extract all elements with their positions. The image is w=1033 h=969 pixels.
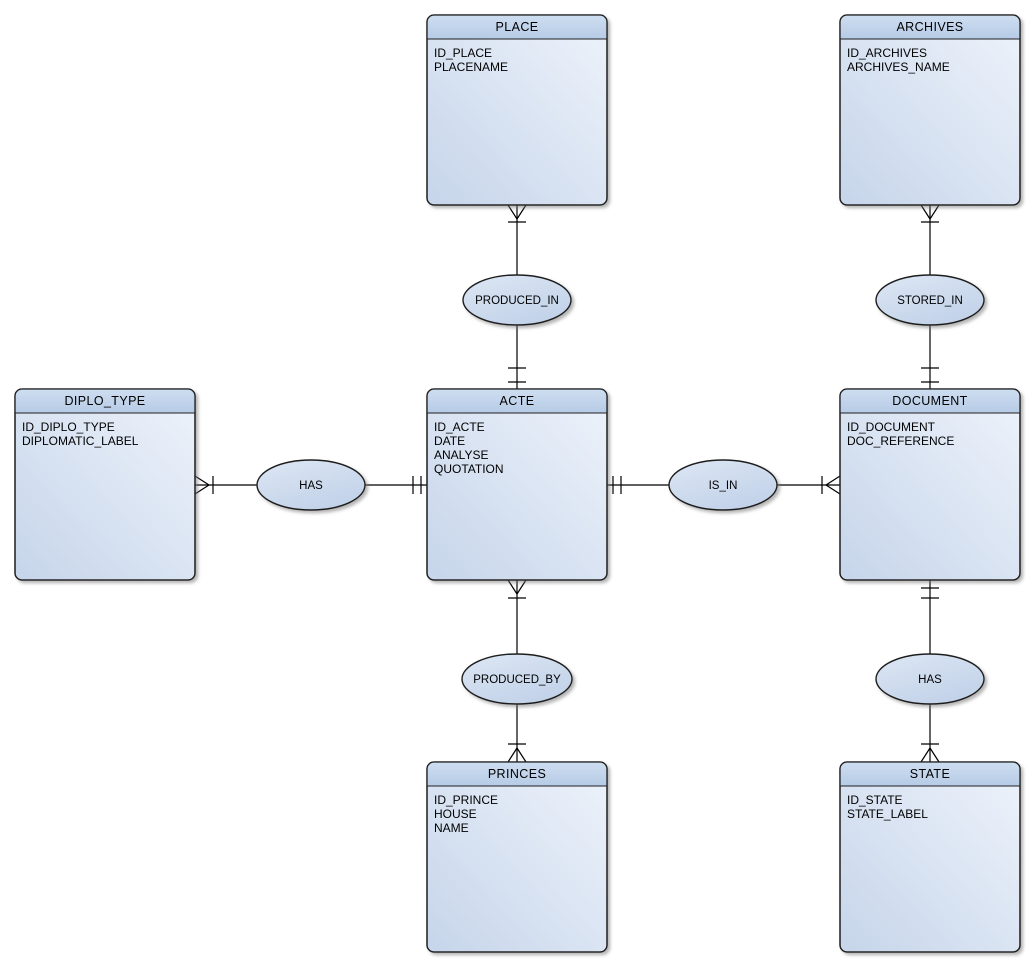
entity-attribute: ID_DIPLO_TYPE <box>22 420 115 434</box>
entity-title: DIPLO_TYPE <box>64 394 145 408</box>
entity-state[interactable]: STATE ID_STATE STATE_LABEL <box>839 761 1021 953</box>
crow-foot-marker <box>920 747 940 763</box>
relationship-label: IS_IN <box>709 480 738 492</box>
entity-diplo-type[interactable]: DIPLO_TYPE ID_DIPLO_TYPE DIPLOMATIC_LABE… <box>14 388 196 581</box>
connector-diplo-type-has-acte[interactable] <box>194 475 427 495</box>
entity-attribute: QUOTATION <box>434 462 504 476</box>
entity-acte[interactable]: ACTE ID_ACTE DATE ANALYSE QUOTATION <box>426 388 608 581</box>
entity-attribute: DIPLOMATIC_LABEL <box>22 434 139 448</box>
entity-attribute: ID_ACTE <box>434 420 485 434</box>
entity-attribute: ID_DOCUMENT <box>847 420 936 434</box>
entity-attribute: ID_ARCHIVES <box>847 46 927 60</box>
double-tick-marker <box>412 476 422 494</box>
relationship-produced-by[interactable]: PRODUCED_BY <box>461 653 573 705</box>
entity-attribute: ID_PLACE <box>434 46 492 60</box>
double-tick-marker <box>508 367 526 383</box>
entity-title: ARCHIVES <box>896 20 963 34</box>
entity-attribute: ARCHIVES_NAME <box>847 60 950 74</box>
relationship-stored-in[interactable]: STORED_IN <box>875 274 985 326</box>
entity-attribute: ANALYSE <box>434 448 488 462</box>
crow-foot-marker <box>507 204 527 220</box>
connector-document-has-state[interactable] <box>920 580 940 763</box>
relationship-label: HAS <box>299 480 323 492</box>
entity-attribute: STATE_LABEL <box>847 807 928 821</box>
entity-place[interactable]: PLACE ID_PLACE PLACENAME <box>426 14 608 206</box>
entity-document[interactable]: DOCUMENT ID_DOCUMENT DOC_REFERENCE <box>839 388 1021 581</box>
crow-foot-marker <box>507 579 527 595</box>
entity-attribute: PLACENAME <box>434 60 508 74</box>
entity-attribute: HOUSE <box>434 807 477 821</box>
connector-acte-produced-by-princes[interactable] <box>507 579 527 763</box>
relationship-label: PRODUCED_IN <box>475 295 559 307</box>
entity-archives[interactable]: ARCHIVES ID_ARCHIVES ARCHIVES_NAME <box>839 14 1021 206</box>
entity-title: PRINCES <box>488 767 546 781</box>
crow-foot-marker <box>920 204 940 220</box>
connector-place-produced-in-acte[interactable] <box>507 204 527 389</box>
double-tick-marker <box>921 587 939 599</box>
relationship-has-diplo-type[interactable]: HAS <box>256 459 366 511</box>
double-tick-marker <box>921 367 939 383</box>
relationship-is-in[interactable]: IS_IN <box>668 459 778 511</box>
entity-attribute: ID_STATE <box>847 793 903 807</box>
entity-princes[interactable]: PRINCES ID_PRINCE HOUSE NAME <box>426 761 608 953</box>
entity-title: DOCUMENT <box>892 394 967 408</box>
relationship-has-state[interactable]: HAS <box>875 653 985 705</box>
relationship-label: PRODUCED_BY <box>473 674 561 686</box>
relationship-label: HAS <box>918 674 942 686</box>
entity-attribute: DATE <box>434 434 465 448</box>
crow-foot-marker <box>194 475 210 495</box>
relationship-label: STORED_IN <box>897 295 963 307</box>
crow-foot-marker <box>825 475 841 495</box>
entity-title: PLACE <box>496 20 539 34</box>
connector-archives-stored-in-document[interactable] <box>920 204 940 389</box>
relationship-produced-in[interactable]: PRODUCED_IN <box>462 274 572 326</box>
crow-foot-marker <box>507 747 527 763</box>
entity-attribute: NAME <box>434 821 469 835</box>
entity-title: STATE <box>910 767 950 781</box>
double-tick-marker <box>612 476 622 494</box>
connector-acte-is-in-document[interactable] <box>607 475 841 495</box>
entity-title: ACTE <box>500 394 535 408</box>
entity-attribute: DOC_REFERENCE <box>847 434 954 448</box>
entity-attribute: ID_PRINCE <box>434 793 498 807</box>
